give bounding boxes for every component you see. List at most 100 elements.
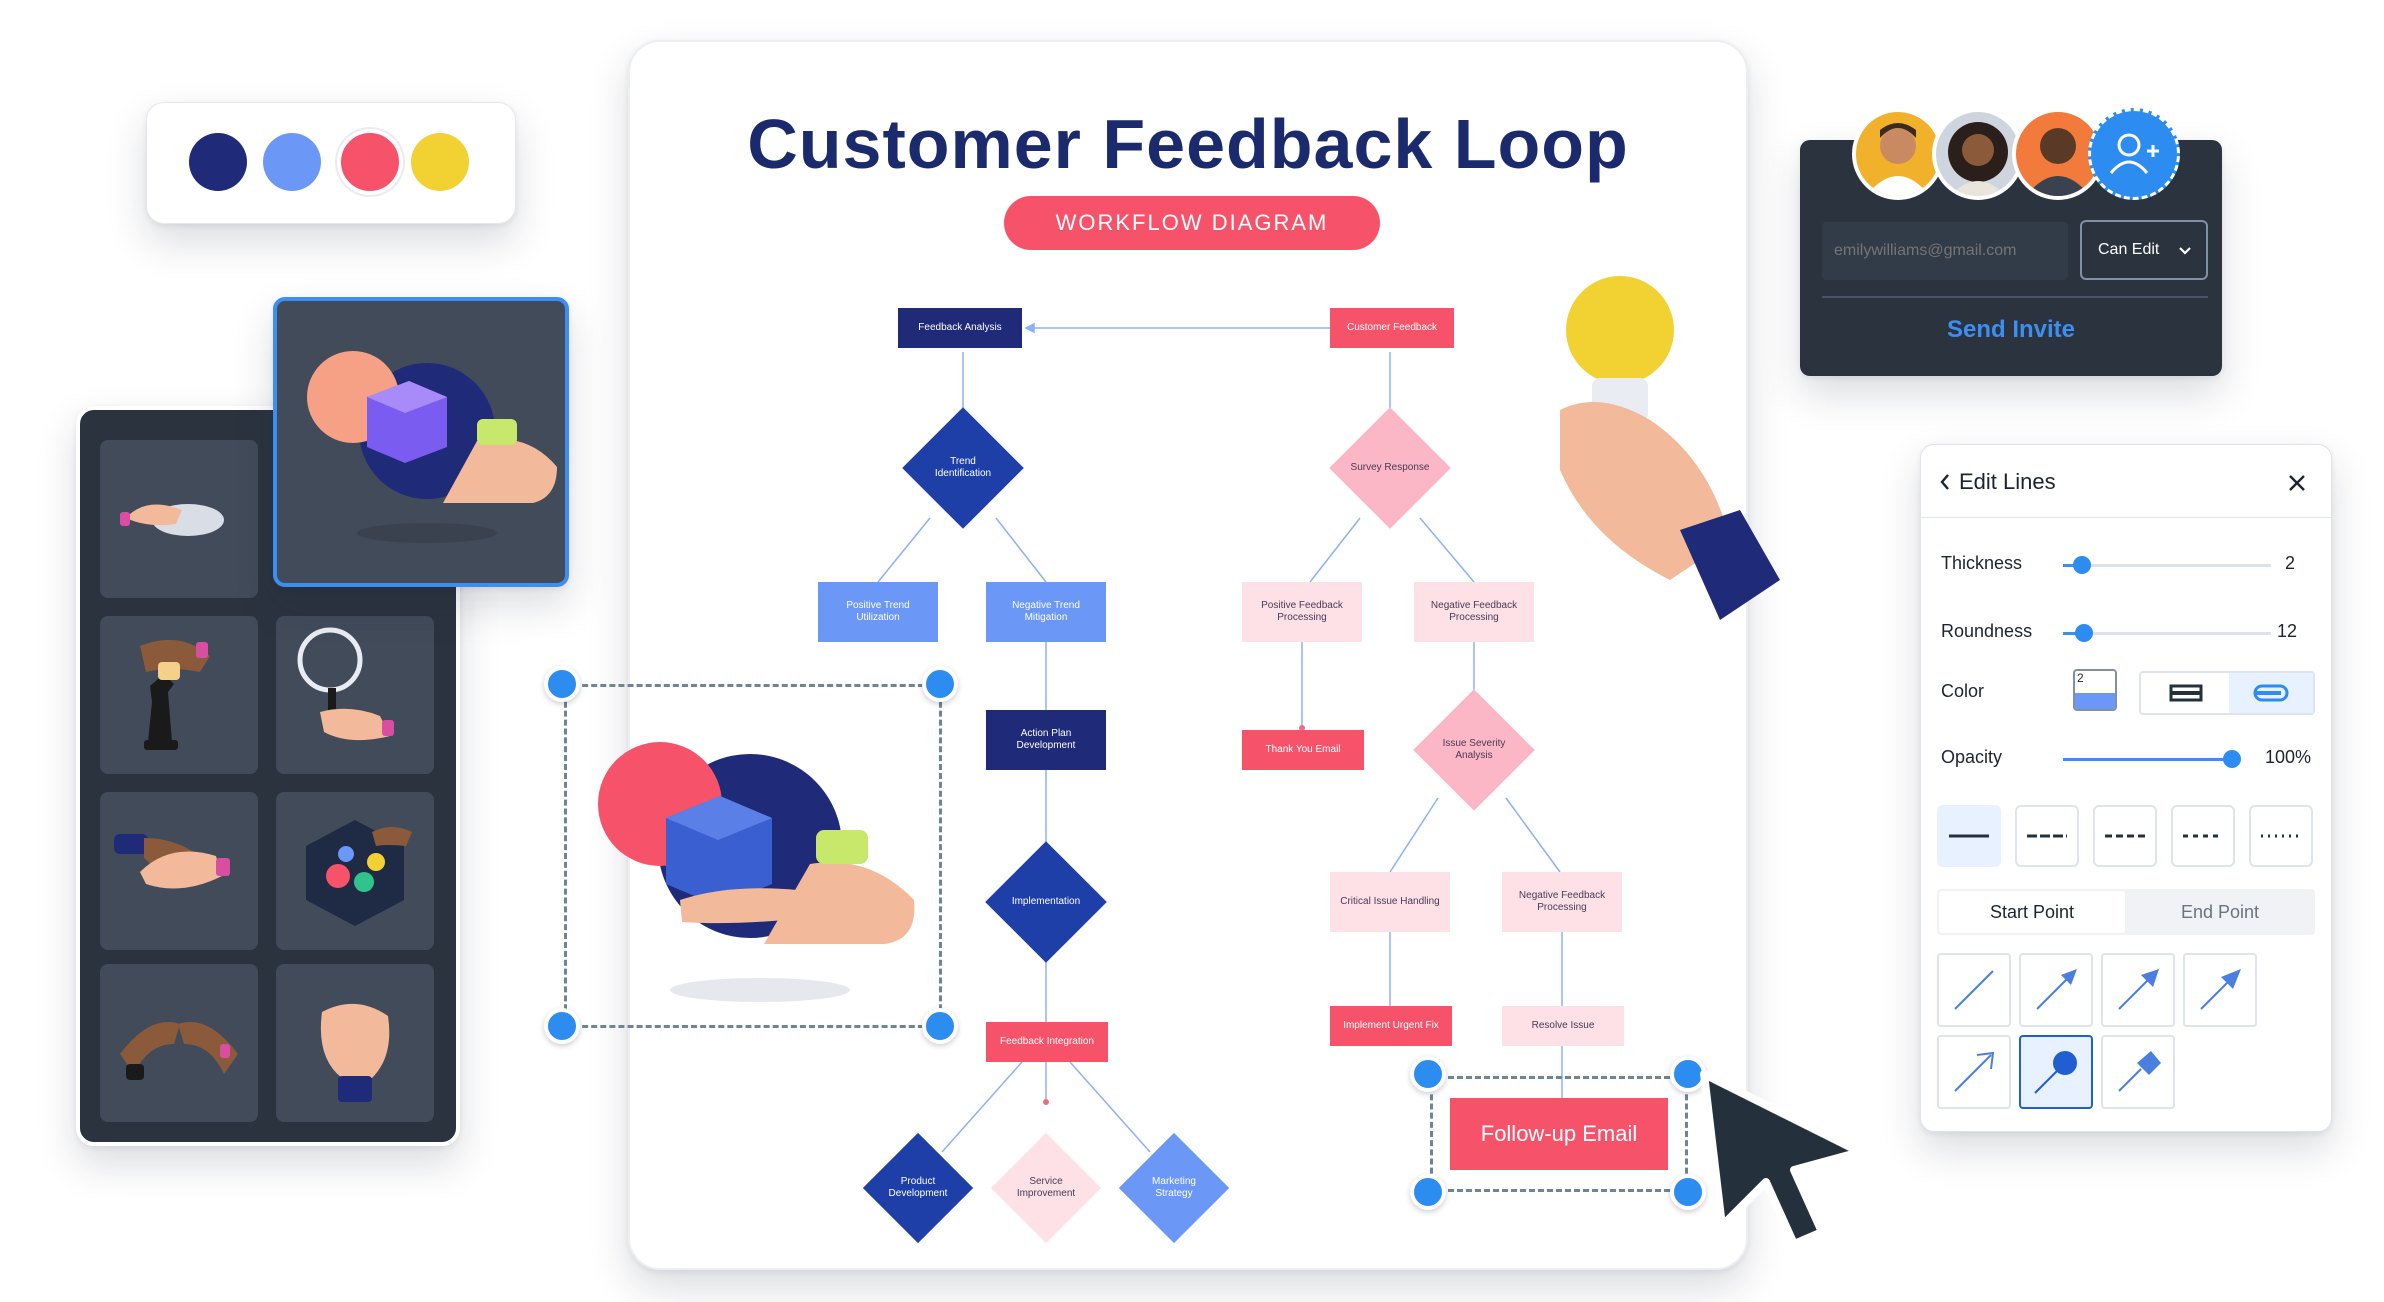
sticker-tile-hand-mouse[interactable] [100,440,258,598]
send-invite-button[interactable]: Send Invite [1946,316,2076,343]
thickness-slider[interactable] [2063,564,2271,567]
resize-handle-top-left[interactable] [1410,1056,1446,1092]
resize-handle-bottom-left[interactable] [544,1008,580,1044]
diamond-label: Service Improvement [1016,1176,1076,1199]
thin-arrow-icon [2200,969,2241,1010]
permission-select[interactable]: Can Edit [2080,220,2208,280]
swatch-red[interactable] [337,129,403,195]
node-positive-trend[interactable]: Positive Trend Utilization [818,582,938,642]
add-user-button[interactable] [2088,108,2180,200]
node-feedback-analysis[interactable]: Feedback Analysis [898,308,1022,348]
node-action-plan[interactable]: Action Plan Development [986,710,1106,770]
node-marketing-strategy[interactable]: Marketing Strategy [1118,1132,1230,1244]
sticker-tile-chess[interactable] [100,616,258,774]
sticker-tile-gears[interactable] [276,792,434,950]
endpoint-circle-button[interactable] [2019,1035,2093,1109]
diamond-label: Implementation [1011,896,1081,907]
node-negative-feedback-2[interactable]: Negative Feedback Processing [1502,872,1622,932]
edit-lines-panel: Edit Lines Thickness 2 Roundness 12 Colo… [1920,444,2332,1132]
resize-handle-top-left[interactable] [544,666,580,702]
line-solid-button[interactable] [1937,805,2001,867]
panel-divider [1921,517,2331,518]
selection-frame-sticker [564,684,942,1028]
avatar[interactable] [1932,108,2024,200]
sticker-tile-handshake[interactable] [100,792,258,950]
line-dotted-button[interactable] [2249,805,2313,867]
node-positive-feedback[interactable]: Positive Feedback Processing [1242,582,1362,642]
node-implement-fix[interactable]: Implement Urgent Fix [1330,1006,1452,1046]
hand-mouse-icon [120,504,224,536]
thickness-slider-knob[interactable] [2073,556,2091,574]
node-resolve-issue[interactable]: Resolve Issue [1502,1006,1624,1046]
thickness-value: 2 [2285,553,2296,573]
sticker-tile-fist[interactable] [276,964,434,1122]
line-short-dash-button[interactable] [2093,805,2157,867]
diamond-label: Trend Identification [934,456,992,479]
node-customer-feedback[interactable]: Customer Feedback [1330,308,1454,348]
line-style-round-button[interactable] [2229,673,2313,713]
roundness-slider-fill [2063,632,2085,635]
close-icon[interactable] [2287,473,2307,493]
node-trend-identification[interactable]: Trend Identification [902,407,1024,529]
diamond-label: Product Development [888,1176,948,1199]
line-dash-dot-button[interactable] [2171,805,2235,867]
open-arrow-icon [2036,969,2077,1010]
resize-handle-bottom-left[interactable] [1410,1174,1446,1210]
diamond-label: Marketing Strategy [1152,1176,1196,1199]
line-color-picker[interactable]: 2 [2073,669,2117,711]
back-chevron-icon[interactable] [1939,473,1951,491]
node-service-improvement[interactable]: Service Improvement [990,1132,1102,1244]
resize-handle-bottom-right[interactable] [1670,1174,1706,1210]
sticker-tile-pinky-promise[interactable] [100,964,258,1122]
roundness-slider-knob[interactable] [2075,624,2093,642]
endpoint-none-button[interactable] [1937,953,2011,1027]
chess-hand-icon [140,639,210,750]
resize-handle-bottom-right[interactable] [922,1008,958,1044]
node-negative-trend[interactable]: Negative Trend Mitigation [986,582,1106,642]
magnifier-icon [297,627,394,741]
line-style-toggle [2139,671,2315,715]
endpoint-filled-arrow-button[interactable] [2101,953,2175,1027]
line-style-square-button[interactable] [2141,673,2227,713]
add-user-icon [2109,133,2159,174]
node-followup-email[interactable]: Follow-up Email [1450,1098,1668,1170]
email-input[interactable] [1822,222,2068,280]
line-dashed-button[interactable] [2015,805,2079,867]
endpoint-diamond-button[interactable] [2101,1035,2175,1109]
color-label: Color [1941,681,1985,701]
node-thank-you-email[interactable]: Thank You Email [1242,730,1364,770]
short-dash-line-icon [2105,834,2145,838]
endpoint-open-arrow-button[interactable] [2019,953,2093,1027]
square-cap-icon [2169,684,2203,702]
resize-handle-top-right[interactable] [922,666,958,702]
roundness-label: Roundness [1941,621,2033,641]
avatar-person-icon [2026,128,2090,196]
panel-title: Edit Lines [1959,469,2056,494]
node-feedback-integration[interactable]: Feedback Integration [986,1022,1108,1062]
diagram-canvas[interactable]: Customer Feedback Loop WORKFLOW DIAGRAM [628,40,1748,1270]
color-palette-card [146,102,516,224]
swatch-navy[interactable] [189,133,247,191]
node-issue-severity[interactable]: Issue Severity Analysis [1413,689,1535,811]
node-implementation[interactable]: Implementation [985,841,1107,963]
sticker-tile-magnifier[interactable] [276,616,434,774]
tab-end-point[interactable]: End Point [2180,902,2260,922]
node-survey-response[interactable]: Survey Response [1329,407,1451,529]
roundness-slider[interactable] [2063,632,2271,635]
featured-sticker-card[interactable] [273,297,569,587]
diagram-title[interactable]: Customer Feedback Loop [747,105,1629,183]
plain-line-icon [1954,970,1994,1010]
swatch-yellow[interactable] [411,133,469,191]
swatch-blue[interactable] [263,133,321,191]
dashed-line-icon [2027,834,2067,838]
node-product-development[interactable]: Product Development [862,1132,974,1244]
selection-frame-followup [1430,1076,1688,1192]
node-negative-feedback[interactable]: Negative Feedback Processing [1414,582,1534,642]
opacity-slider-knob[interactable] [2223,750,2241,768]
endpoint-line-arrow-button[interactable] [1937,1035,2011,1109]
endpoint-thin-arrow-button[interactable] [2183,953,2257,1027]
node-critical-issue[interactable]: Critical Issue Handling [1330,872,1450,932]
avatar[interactable] [1852,108,1944,200]
diagram-subtitle-badge[interactable]: WORKFLOW DIAGRAM [1004,196,1380,250]
tab-start-point[interactable]: Start Point [1939,891,2125,933]
